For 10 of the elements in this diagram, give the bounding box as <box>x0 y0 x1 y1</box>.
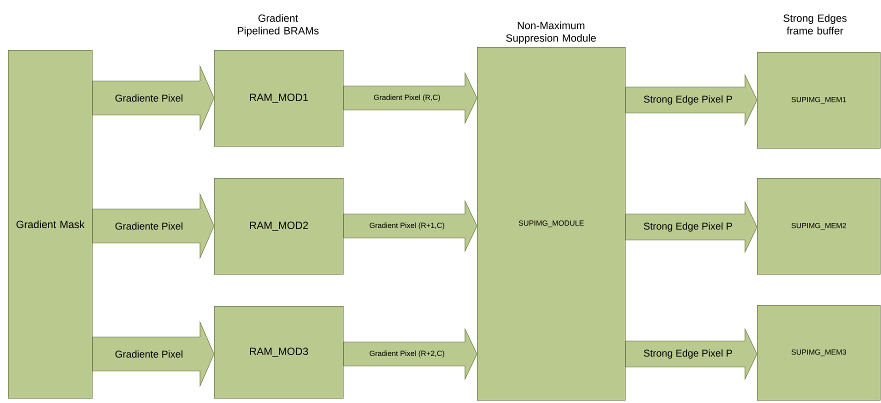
block-arrow <box>92 64 214 132</box>
column-heading: Gradient Pipelined BRAMs <box>238 14 319 36</box>
block-heading: Non-Maximum Suppresion Module <box>506 22 596 44</box>
block-arrow <box>92 192 214 260</box>
block-box: RAM_MOD3 <box>214 306 344 399</box>
block-arrow <box>92 320 214 388</box>
block-box: RAM_MOD1 <box>214 50 344 147</box>
block-box: Gradient Mask <box>8 50 93 399</box>
column-heading: Strong Edges frame buffer <box>784 14 847 34</box>
block-box: RAM_MOD2 <box>214 178 344 275</box>
